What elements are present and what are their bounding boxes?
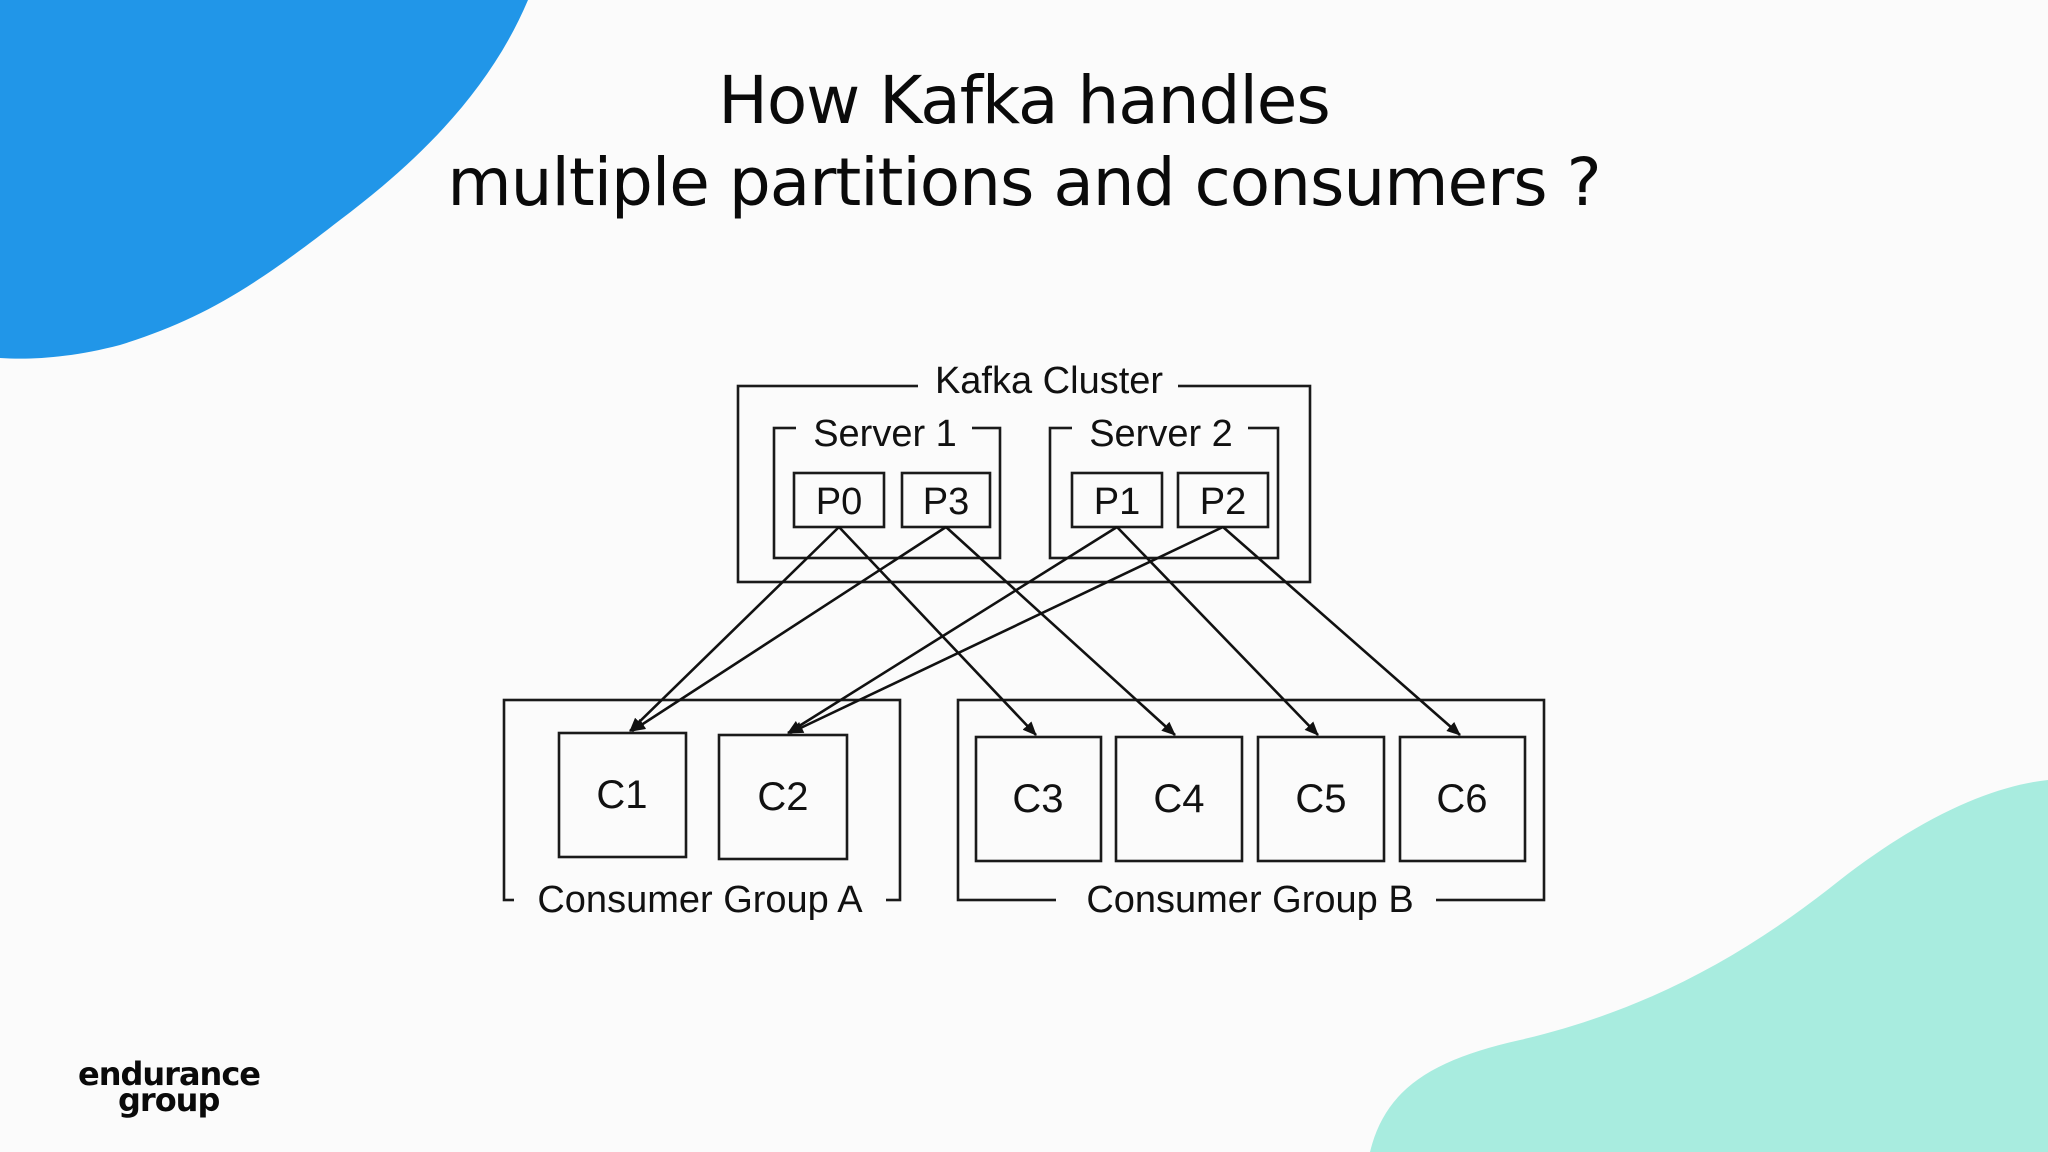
server-1: Server 1	[772, 410, 1002, 560]
mint-blob-decoration	[1370, 780, 2048, 1152]
blue-blob-decoration	[0, 0, 528, 359]
arrow-p1-c2	[787, 525, 1118, 735]
server-1-label: Server 1	[813, 413, 957, 455]
kafka-cluster: Kafka Cluster	[736, 360, 1312, 584]
consumer-group-b: Consumer Group B	[956, 698, 1546, 921]
logo-line2: group	[118, 1081, 220, 1119]
slide-title-line2: multiple partitions and consumers ?	[447, 144, 1601, 221]
partition-p3-label: P3	[923, 481, 969, 523]
connection-arrows	[629, 525, 1461, 736]
server-2: Server 2	[1048, 410, 1280, 560]
consumer-c3-label: C3	[1012, 777, 1063, 821]
consumer-c1: C1	[557, 731, 688, 859]
consumer-c4: C4	[1114, 735, 1244, 863]
consumer-group-a-label: Consumer Group A	[537, 879, 863, 921]
consumer-group-a: Consumer Group A	[502, 698, 902, 921]
server-2-label: Server 2	[1089, 413, 1233, 455]
arrow-p3-c4	[945, 526, 1176, 736]
endurance-group-logo: endurance group	[78, 1055, 261, 1119]
partition-p1-label: P1	[1094, 481, 1140, 523]
partition-p2-label: P2	[1200, 481, 1246, 523]
logo-line1: endurance	[78, 1055, 261, 1093]
slide-title-line1: How Kafka handles	[718, 62, 1331, 139]
consumer-c3: C3	[974, 735, 1103, 863]
slide-title: How Kafka handles multiple partitions an…	[0, 60, 2048, 224]
consumer-c6: C6	[1398, 735, 1527, 863]
partition-p0: P0	[792, 471, 886, 529]
consumer-c6-label: C6	[1436, 777, 1487, 821]
consumer-c4-label: C4	[1153, 777, 1204, 821]
consumer-c5-label: C5	[1295, 777, 1346, 821]
partition-p1: P1	[1070, 471, 1164, 529]
partition-p3: P3	[900, 471, 992, 529]
consumer-group-b-label: Consumer Group B	[1086, 879, 1413, 921]
consumer-c2: C2	[717, 733, 849, 861]
arrow-p3-c1	[631, 525, 947, 733]
consumer-c5: C5	[1256, 735, 1386, 863]
arrow-p0-c3	[838, 526, 1037, 736]
consumer-c2-label: C2	[757, 775, 808, 819]
arrow-p0-c1	[629, 526, 840, 732]
kafka-cluster-label: Kafka Cluster	[935, 360, 1163, 402]
consumer-c1-label: C1	[596, 773, 647, 817]
partition-p2: P2	[1176, 471, 1270, 529]
arrow-p2-c2	[789, 525, 1224, 735]
partition-p0-label: P0	[816, 481, 862, 523]
arrow-p2-c6	[1222, 526, 1461, 736]
